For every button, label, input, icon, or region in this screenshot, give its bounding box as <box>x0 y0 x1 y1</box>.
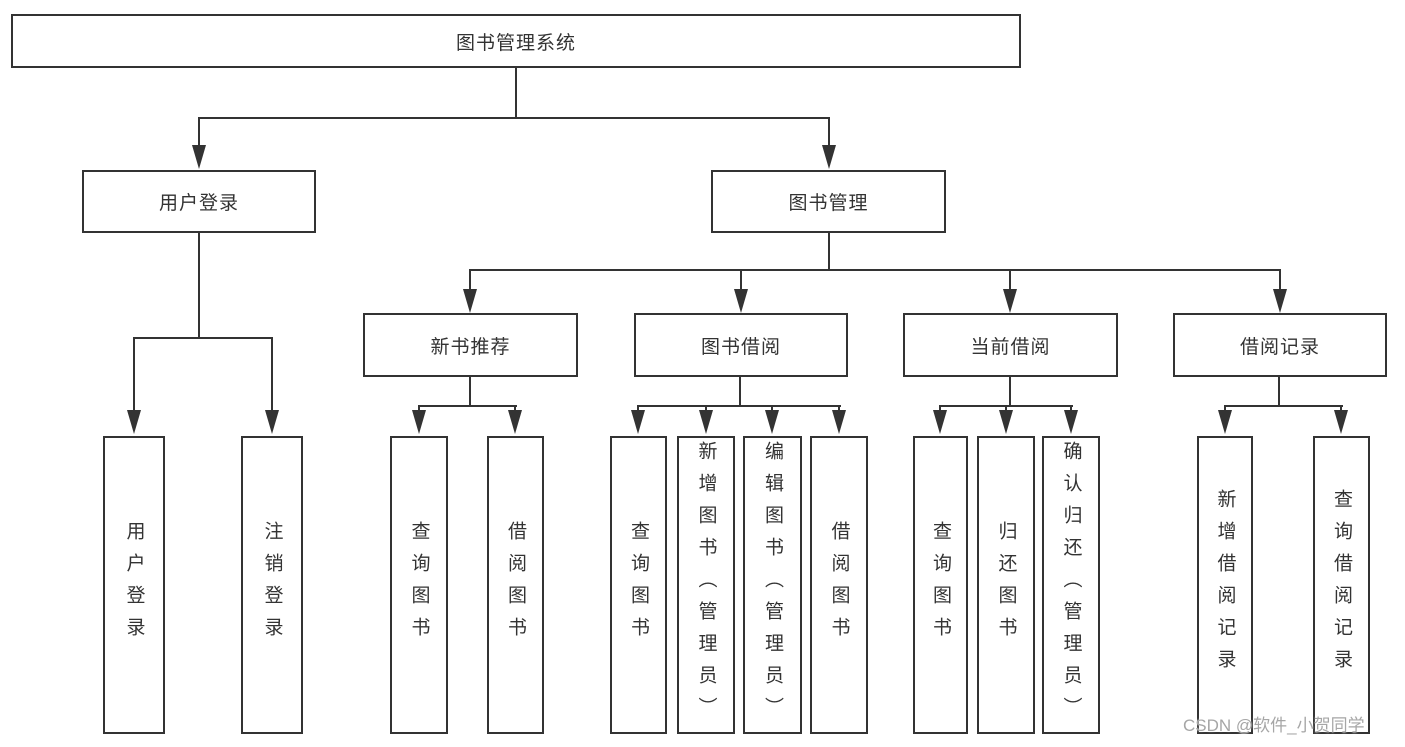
connector-stem <box>1224 405 1226 412</box>
node-book-mgmt: 图书管理 <box>711 170 946 233</box>
connector-arrowhead <box>765 410 779 434</box>
connector-root-bar <box>198 117 830 119</box>
node-borrow-records-label: 借阅记录 <box>1239 336 1320 358</box>
connector-arrowhead <box>463 289 477 313</box>
connector-book-borrow-drop <box>739 377 741 406</box>
node-book-mgmt-label: 图书管理 <box>788 193 869 214</box>
connector-arrowhead <box>1064 410 1078 434</box>
connector-arrowhead <box>734 289 748 313</box>
leaf-add-book-admin: 新增图书（管理员） <box>677 436 735 734</box>
leaf-query-book-current: 查询图书 <box>913 436 968 734</box>
connector-arrowhead <box>699 410 713 434</box>
leaf-query-borrow-record: 查询借阅记录 <box>1313 436 1370 734</box>
node-book-borrow: 图书借阅 <box>634 313 848 377</box>
leaf-add-borrow-record-label: 新增借阅记录 <box>1214 489 1236 681</box>
connector-stem <box>705 405 707 412</box>
connector-stem <box>271 337 273 411</box>
node-current-borrow-label: 当前借阅 <box>970 336 1051 358</box>
leaf-return-book-label: 归还图书 <box>995 521 1017 649</box>
leaf-edit-book-admin: 编辑图书（管理员） <box>743 436 802 734</box>
connector-arrowhead <box>999 410 1013 434</box>
connector-arrowhead <box>631 410 645 434</box>
connector-arrowhead <box>832 410 846 434</box>
leaf-user-login-label: 用户登录 <box>123 521 145 649</box>
connector-book-borrow-bar <box>637 405 841 407</box>
connector-stem <box>418 405 420 412</box>
connector-stem <box>838 405 840 412</box>
csdn-watermark: CSDN @软件_小贺同学 <box>1183 716 1365 735</box>
connector-arrowhead <box>265 410 279 434</box>
connector-root-drop <box>515 68 517 118</box>
connector-arrowhead <box>933 410 947 434</box>
connector-new-book-bar <box>418 405 517 407</box>
node-borrow-records: 借阅记录 <box>1173 313 1387 377</box>
leaf-add-book-admin-label: 新增图书（管理员） <box>695 441 717 729</box>
connector-book-mgmt-drop <box>828 233 830 271</box>
leaf-query-book-newrec: 查询图书 <box>390 436 448 734</box>
connector-stem <box>1070 405 1072 412</box>
connector-arrowhead <box>1003 289 1017 313</box>
leaf-confirm-return-admin: 确认归还（管理员） <box>1042 436 1100 734</box>
connector-stem <box>1279 269 1281 290</box>
connector-stem <box>469 269 471 290</box>
connector-stem <box>740 269 742 290</box>
connector-arrowhead <box>1218 410 1232 434</box>
node-user-login: 用户登录 <box>82 170 316 233</box>
node-root-label: 图书管理系统 <box>455 32 576 54</box>
connector-stem <box>939 405 941 412</box>
leaf-logout-label: 注销登录 <box>261 521 283 649</box>
node-root: 图书管理系统 <box>11 14 1021 68</box>
leaf-logout: 注销登录 <box>241 436 303 734</box>
leaf-borrow-book-newrec-label: 借阅图书 <box>505 521 526 649</box>
connector-arrowhead <box>822 145 836 169</box>
connector-stem <box>771 405 773 412</box>
leaf-user-login: 用户登录 <box>103 436 165 734</box>
leaf-borrow-book-newrec: 借阅图书 <box>487 436 544 734</box>
leaf-edit-book-admin-label: 编辑图书（管理员） <box>762 441 783 729</box>
connector-stem <box>1340 405 1342 412</box>
connector-user-login-bar <box>133 337 273 339</box>
connector-stem <box>514 405 516 412</box>
connector-stem <box>1005 405 1007 412</box>
connector-stem <box>637 405 639 412</box>
leaf-confirm-return-admin-label: 确认归还（管理员） <box>1060 441 1082 729</box>
node-current-borrow: 当前借阅 <box>903 313 1118 377</box>
connector-arrowhead <box>127 410 141 434</box>
node-book-borrow-label: 图书借阅 <box>700 336 781 358</box>
connector-book-mgmt-bar <box>469 269 1281 271</box>
node-new-book-rec: 新书推荐 <box>363 313 578 377</box>
connector-arrowhead <box>192 145 206 169</box>
connector-arrowhead <box>1334 410 1348 434</box>
leaf-query-borrow-record-label: 查询借阅记录 <box>1331 489 1352 681</box>
leaf-query-book-borrow-label: 查询图书 <box>628 521 649 649</box>
leaf-borrow-book-borrow: 借阅图书 <box>810 436 868 734</box>
connector-arrowhead <box>508 410 522 434</box>
connector-new-book-drop <box>469 377 471 406</box>
leaf-query-book-current-label: 查询图书 <box>930 521 951 649</box>
leaf-borrow-book-borrow-label: 借阅图书 <box>828 521 850 649</box>
connector-stem <box>198 117 200 146</box>
connector-arrowhead <box>412 410 426 434</box>
connector-records-drop <box>1278 377 1280 406</box>
leaf-query-book-borrow: 查询图书 <box>610 436 667 734</box>
connector-current-borrow-drop <box>1009 377 1011 406</box>
connector-records-bar <box>1224 405 1343 407</box>
connector-arrowhead <box>1273 289 1287 313</box>
connector-stem <box>1009 269 1011 290</box>
connector-stem <box>133 337 135 411</box>
connector-stem <box>828 117 830 146</box>
node-user-login-label: 用户登录 <box>158 193 239 214</box>
connector-user-login-drop <box>198 233 200 338</box>
leaf-return-book: 归还图书 <box>977 436 1035 734</box>
node-new-book-rec-label: 新书推荐 <box>430 336 511 358</box>
leaf-query-book-newrec-label: 查询图书 <box>408 521 430 649</box>
leaf-add-borrow-record: 新增借阅记录 <box>1197 436 1253 734</box>
